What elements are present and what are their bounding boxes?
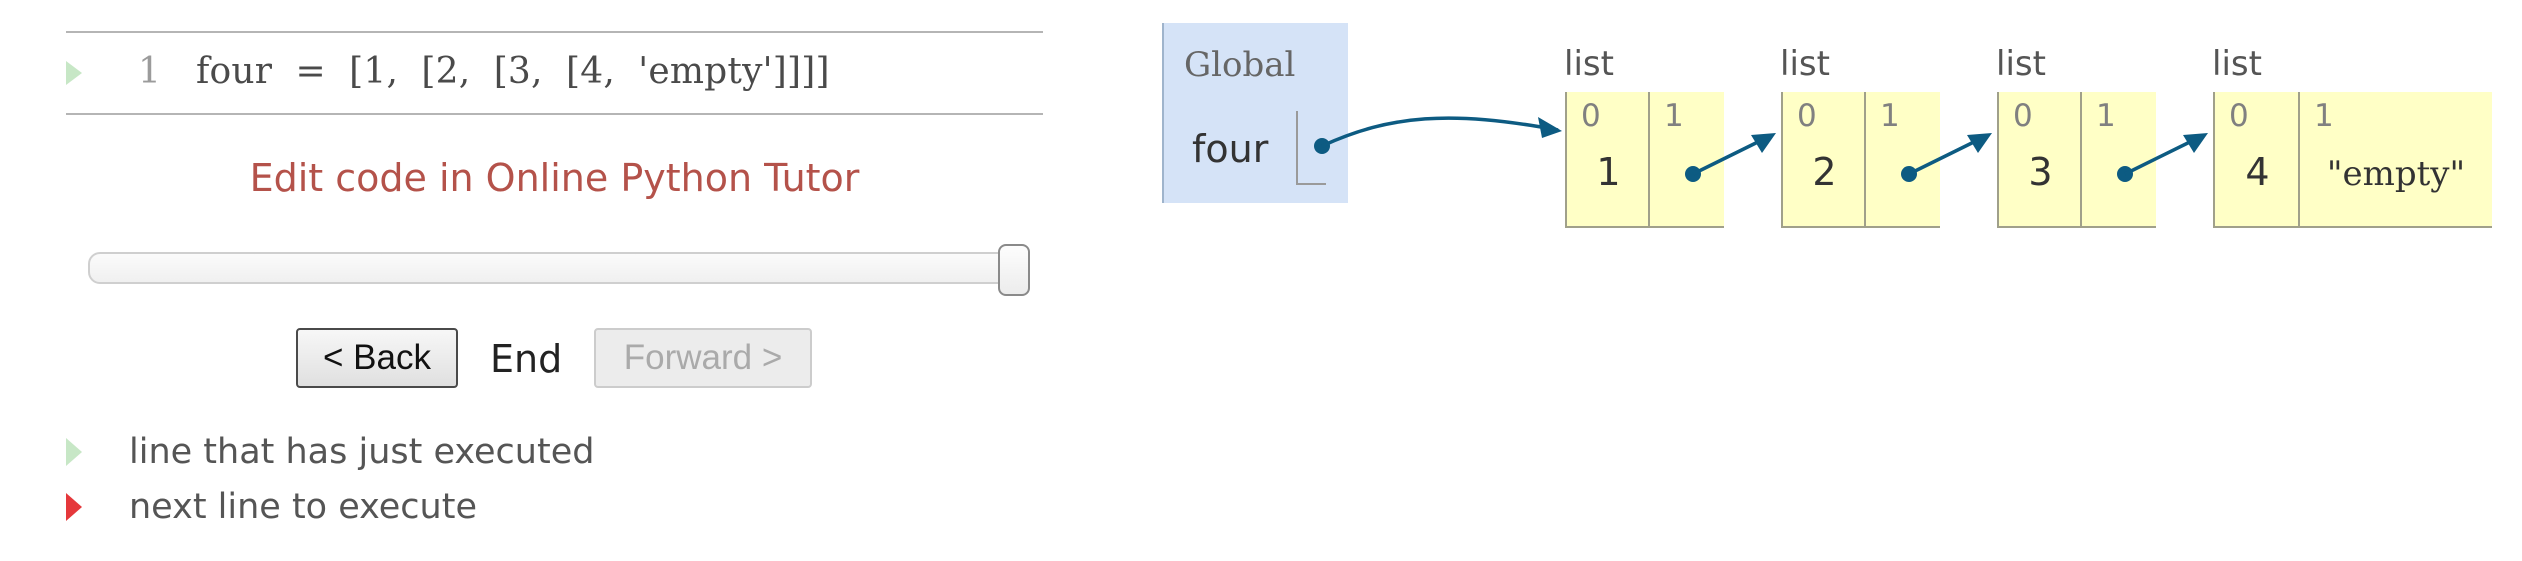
cell-index: 1	[2096, 98, 2116, 134]
cell-index: 0	[1797, 98, 1817, 134]
cell-index: 1	[1880, 98, 1900, 134]
list-cell: 1	[1864, 92, 1940, 228]
next-legend-arrow-icon	[66, 493, 82, 521]
cell-index: 1	[2314, 98, 2334, 134]
list-cell: 0 4	[2213, 92, 2300, 228]
list-cell: 1	[2080, 92, 2156, 228]
global-frame: Global four	[1162, 23, 1348, 203]
back-button[interactable]: < Back	[296, 328, 458, 388]
cell-index: 0	[2013, 98, 2033, 134]
executed-legend-label: line that has just executed	[129, 432, 595, 472]
frame-variable-slot	[1296, 111, 1326, 185]
list-label: list	[2212, 44, 2262, 84]
executed-legend-arrow-icon	[66, 438, 82, 466]
list-cell: 0 2	[1781, 92, 1866, 228]
cell-value: 1	[1596, 150, 1621, 194]
list-cell: 0 3	[1997, 92, 2082, 228]
cell-index: 1	[1664, 98, 1684, 134]
next-legend-label: next line to execute	[129, 487, 477, 527]
line-number: 1	[138, 51, 161, 92]
frame-variable-name: four	[1192, 127, 1269, 171]
code-line-row: 1 four = [1, [2, [3, [4, 'empty']]]]	[66, 31, 1043, 115]
cell-value: 3	[2028, 150, 2053, 194]
list-cell: 0 1	[1565, 92, 1650, 228]
step-label: End	[490, 337, 563, 381]
forward-button: Forward >	[594, 328, 812, 388]
cell-index: 0	[2229, 98, 2249, 134]
cell-value: "empty"	[2326, 154, 2466, 194]
executed-line-arrow-icon	[66, 61, 82, 85]
code-text: four = [1, [2, [3, [4, 'empty']]]]	[196, 51, 830, 92]
frame-title: Global	[1184, 45, 1296, 85]
execution-slider-track[interactable]	[88, 252, 1022, 284]
pointer-four-to-list1	[1314, 116, 1562, 154]
list-cell: 1	[1648, 92, 1724, 228]
cell-value: 4	[2245, 150, 2270, 194]
list-label: list	[1564, 44, 1614, 84]
execution-slider-handle[interactable]	[998, 244, 1030, 296]
list-cell: 1 "empty"	[2298, 92, 2492, 228]
edit-code-link[interactable]: Edit code in Online Python Tutor	[249, 156, 860, 200]
list-label: list	[1996, 44, 2046, 84]
cell-index: 0	[1581, 98, 1601, 134]
cell-value: 2	[1812, 150, 1837, 194]
list-label: list	[1780, 44, 1830, 84]
